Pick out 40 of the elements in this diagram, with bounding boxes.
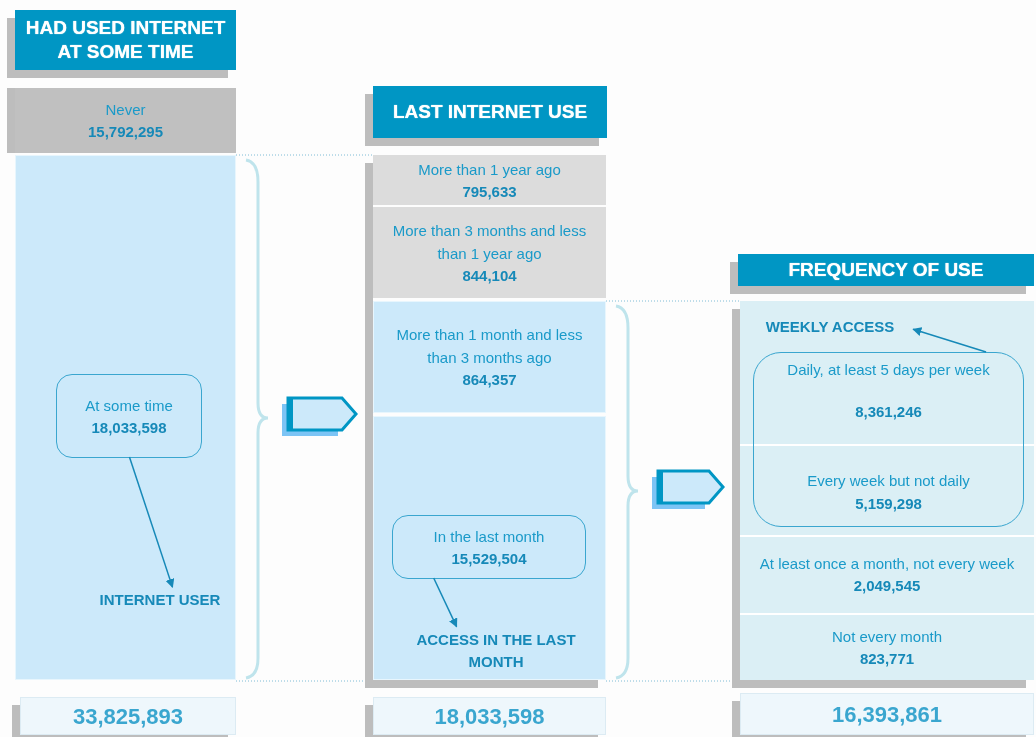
segment-label: More than 1 month and less than 3 months ago <box>395 325 584 368</box>
callout-box <box>753 352 1024 527</box>
total-value: 18,033,598 <box>434 702 545 731</box>
count-value: 5,159,298 <box>855 494 922 514</box>
count-value: 795,633 <box>462 181 517 202</box>
segment-label: In the last month <box>433 526 545 547</box>
leader-arrow <box>912 327 987 353</box>
category-label-text: WEEKLY ACCESS <box>765 317 895 337</box>
count-value: 15,529,504 <box>451 548 527 569</box>
count-value: 864,357 <box>462 370 517 390</box>
segment-label: More than 3 months and less than 1 year ago <box>391 220 588 264</box>
count-value: 15,792,295 <box>87 122 164 142</box>
segment-label: At least once a month, not every week <box>759 554 1015 574</box>
leader-arrow <box>128 456 175 588</box>
count-value: 2,049,545 <box>853 576 921 596</box>
count-value: 844,104 <box>462 265 517 286</box>
total-value: 16,393,861 <box>831 700 943 729</box>
leader-arrow <box>432 577 458 628</box>
count-value: 8,361,246 <box>855 402 922 422</box>
segment-cell <box>15 155 236 680</box>
header-text: FREQUENCY OF USE <box>788 258 984 282</box>
category-label-text: ACCESS IN THE LAST MONTH <box>416 630 576 672</box>
callout-box <box>392 515 586 579</box>
category-label-text: INTERNET USER <box>99 590 221 610</box>
segment-label: At some time <box>85 395 173 416</box>
segment-label: Daily, at least 5 days per week <box>787 360 990 380</box>
total-value: 33,825,893 <box>72 702 184 731</box>
header-text: HAD USED INTERNET AT SOME TIME <box>24 16 227 64</box>
segment-label: Not every month <box>831 627 942 647</box>
count-value: 18,033,598 <box>91 417 167 438</box>
segment-cell <box>373 155 606 205</box>
count-value: 823,771 <box>859 649 915 669</box>
segment-cell <box>373 416 606 680</box>
segment-cell <box>373 301 606 413</box>
segment-label: Every week but not daily <box>807 471 970 491</box>
callout-box <box>56 374 202 458</box>
segment-cell <box>373 207 606 298</box>
segment-label: Never <box>105 100 146 120</box>
segment-label: More than 1 year ago <box>418 159 561 180</box>
header-text: LAST INTERNET USE <box>392 100 588 124</box>
